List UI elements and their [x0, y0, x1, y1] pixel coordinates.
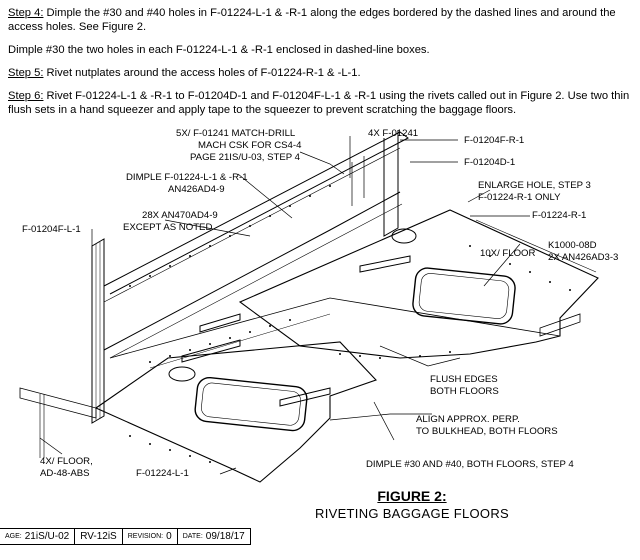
isometric-floor-assembly: 5X/ F-01241 MATCH-DRILL MACH CSK FOR CS4…: [19, 128, 618, 483]
step-text: Dimple #30 the two holes in each F-01224…: [8, 44, 430, 56]
callout-f01241: 4X F-01241: [368, 128, 418, 139]
callout-dimple-2: AN426AD4-9: [168, 184, 225, 195]
step-text: Dimple the #30 and #40 holes in F-01224-…: [8, 7, 616, 33]
right-floor-panel: [238, 209, 599, 359]
callout-f01204f-l: F-01204F-L-1: [22, 224, 81, 235]
left-bulkhead-column: [91, 238, 105, 424]
page-label: AGE:: [5, 533, 22, 540]
title-block-page: AGE: 21iS/U-02: [0, 528, 76, 545]
callout-dimple-1: DIMPLE F-01224-L-1 & -R-1: [126, 172, 248, 183]
lower-rail: [103, 191, 401, 351]
callout-match-drill-1: 5X/ F-01241 MATCH-DRILL: [176, 128, 296, 139]
callout-10x-floor: 10X/ FLOOR: [480, 248, 536, 259]
model-value: RV-12iS: [80, 531, 117, 542]
revision-label: REVISION:: [127, 533, 164, 540]
callout-k1000-2: 2X AN426AD3-3: [548, 252, 618, 263]
title-block-date: DATE: 09/18/17: [177, 528, 251, 545]
instruction-steps: Step 4: Dimple the #30 and #40 holes in …: [8, 6, 634, 126]
assembly-drawing: 5X/ F-01241 MATCH-DRILL MACH CSK FOR CS4…: [0, 118, 640, 518]
figure-title: FIGURE 2:: [377, 488, 447, 504]
callout-flush-2: BOTH FLOORS: [430, 386, 499, 397]
step-label: Step 6:: [8, 90, 44, 102]
callout-f01204d: F-01204D-1: [464, 157, 515, 168]
figure-subtitle: RIVETING BAGGAGE FLOORS: [315, 506, 509, 521]
callout-f01224-r: F-01224-R-1: [532, 210, 586, 221]
step-label: Step 5:: [8, 67, 44, 79]
step-6: Step 6: Rivet F-01224-L-1 & -R-1 to F-01…: [8, 89, 634, 117]
callout-match-drill-3: PAGE 21IS/U-03, STEP 4: [190, 152, 301, 163]
title-block: AGE: 21iS/U-02 RV-12iS REVISION: 0 DATE:…: [0, 528, 251, 545]
center-bulkhead: [109, 297, 561, 359]
callout-enlarge-2: F-01224-R-1 ONLY: [478, 192, 561, 203]
callout-k1000-1: K1000-08D: [548, 240, 597, 251]
step-text: Rivet nutplates around the access holes …: [43, 67, 361, 79]
date-value: 09/18/17: [205, 531, 245, 542]
step-5: Step 5: Rivet nutplates around the acces…: [8, 66, 634, 80]
step-label: Step 4:: [8, 7, 44, 19]
callout-an470-1: 28X AN470AD4-9: [142, 210, 218, 221]
left-floor-panel: [94, 341, 377, 483]
upper-rail: [103, 131, 409, 295]
callout-4x-floor-2: AD-48-ABS: [40, 468, 90, 479]
step-4: Step 4: Dimple the #30 and #40 holes in …: [8, 6, 634, 34]
callout-enlarge-1: ENLARGE HOLE, STEP 3: [478, 180, 591, 191]
callout-an470-2: EXCEPT AS NOTED: [123, 222, 212, 233]
callout-align-2: TO BULKHEAD, BOTH FLOORS: [416, 426, 558, 437]
callout-match-drill-2: MACH CSK FOR CS4-4: [198, 140, 302, 151]
rivet-pattern: [129, 185, 571, 463]
callout-align-1: ALIGN APPROX. PERP.: [416, 414, 520, 425]
step-4-note: Dimple #30 the two holes in each F-01224…: [8, 43, 634, 57]
step-text: Rivet F-01224-L-1 & -R-1 to F-01204D-1 a…: [8, 90, 630, 116]
revision-value: 0: [166, 531, 172, 542]
date-label: DATE:: [182, 533, 203, 540]
right-bulkhead-column: [383, 130, 399, 237]
callout-f01224-l: F-01224-L-1: [136, 468, 189, 479]
callout-dimple-both: DIMPLE #30 AND #40, BOTH FLOORS, STEP 4: [366, 459, 574, 470]
right-access-hole: [412, 267, 516, 325]
callout-flush-1: FLUSH EDGES: [430, 374, 498, 385]
left-access-hole: [194, 376, 308, 432]
title-block-revision: REVISION: 0: [122, 528, 178, 545]
title-block-model: RV-12iS: [75, 528, 123, 545]
callout-f01204f-r: F-01204F-R-1: [464, 135, 524, 146]
callout-4x-floor-1: 4X/ FLOOR,: [40, 456, 93, 467]
page-value: 21iS/U-02: [24, 531, 70, 542]
